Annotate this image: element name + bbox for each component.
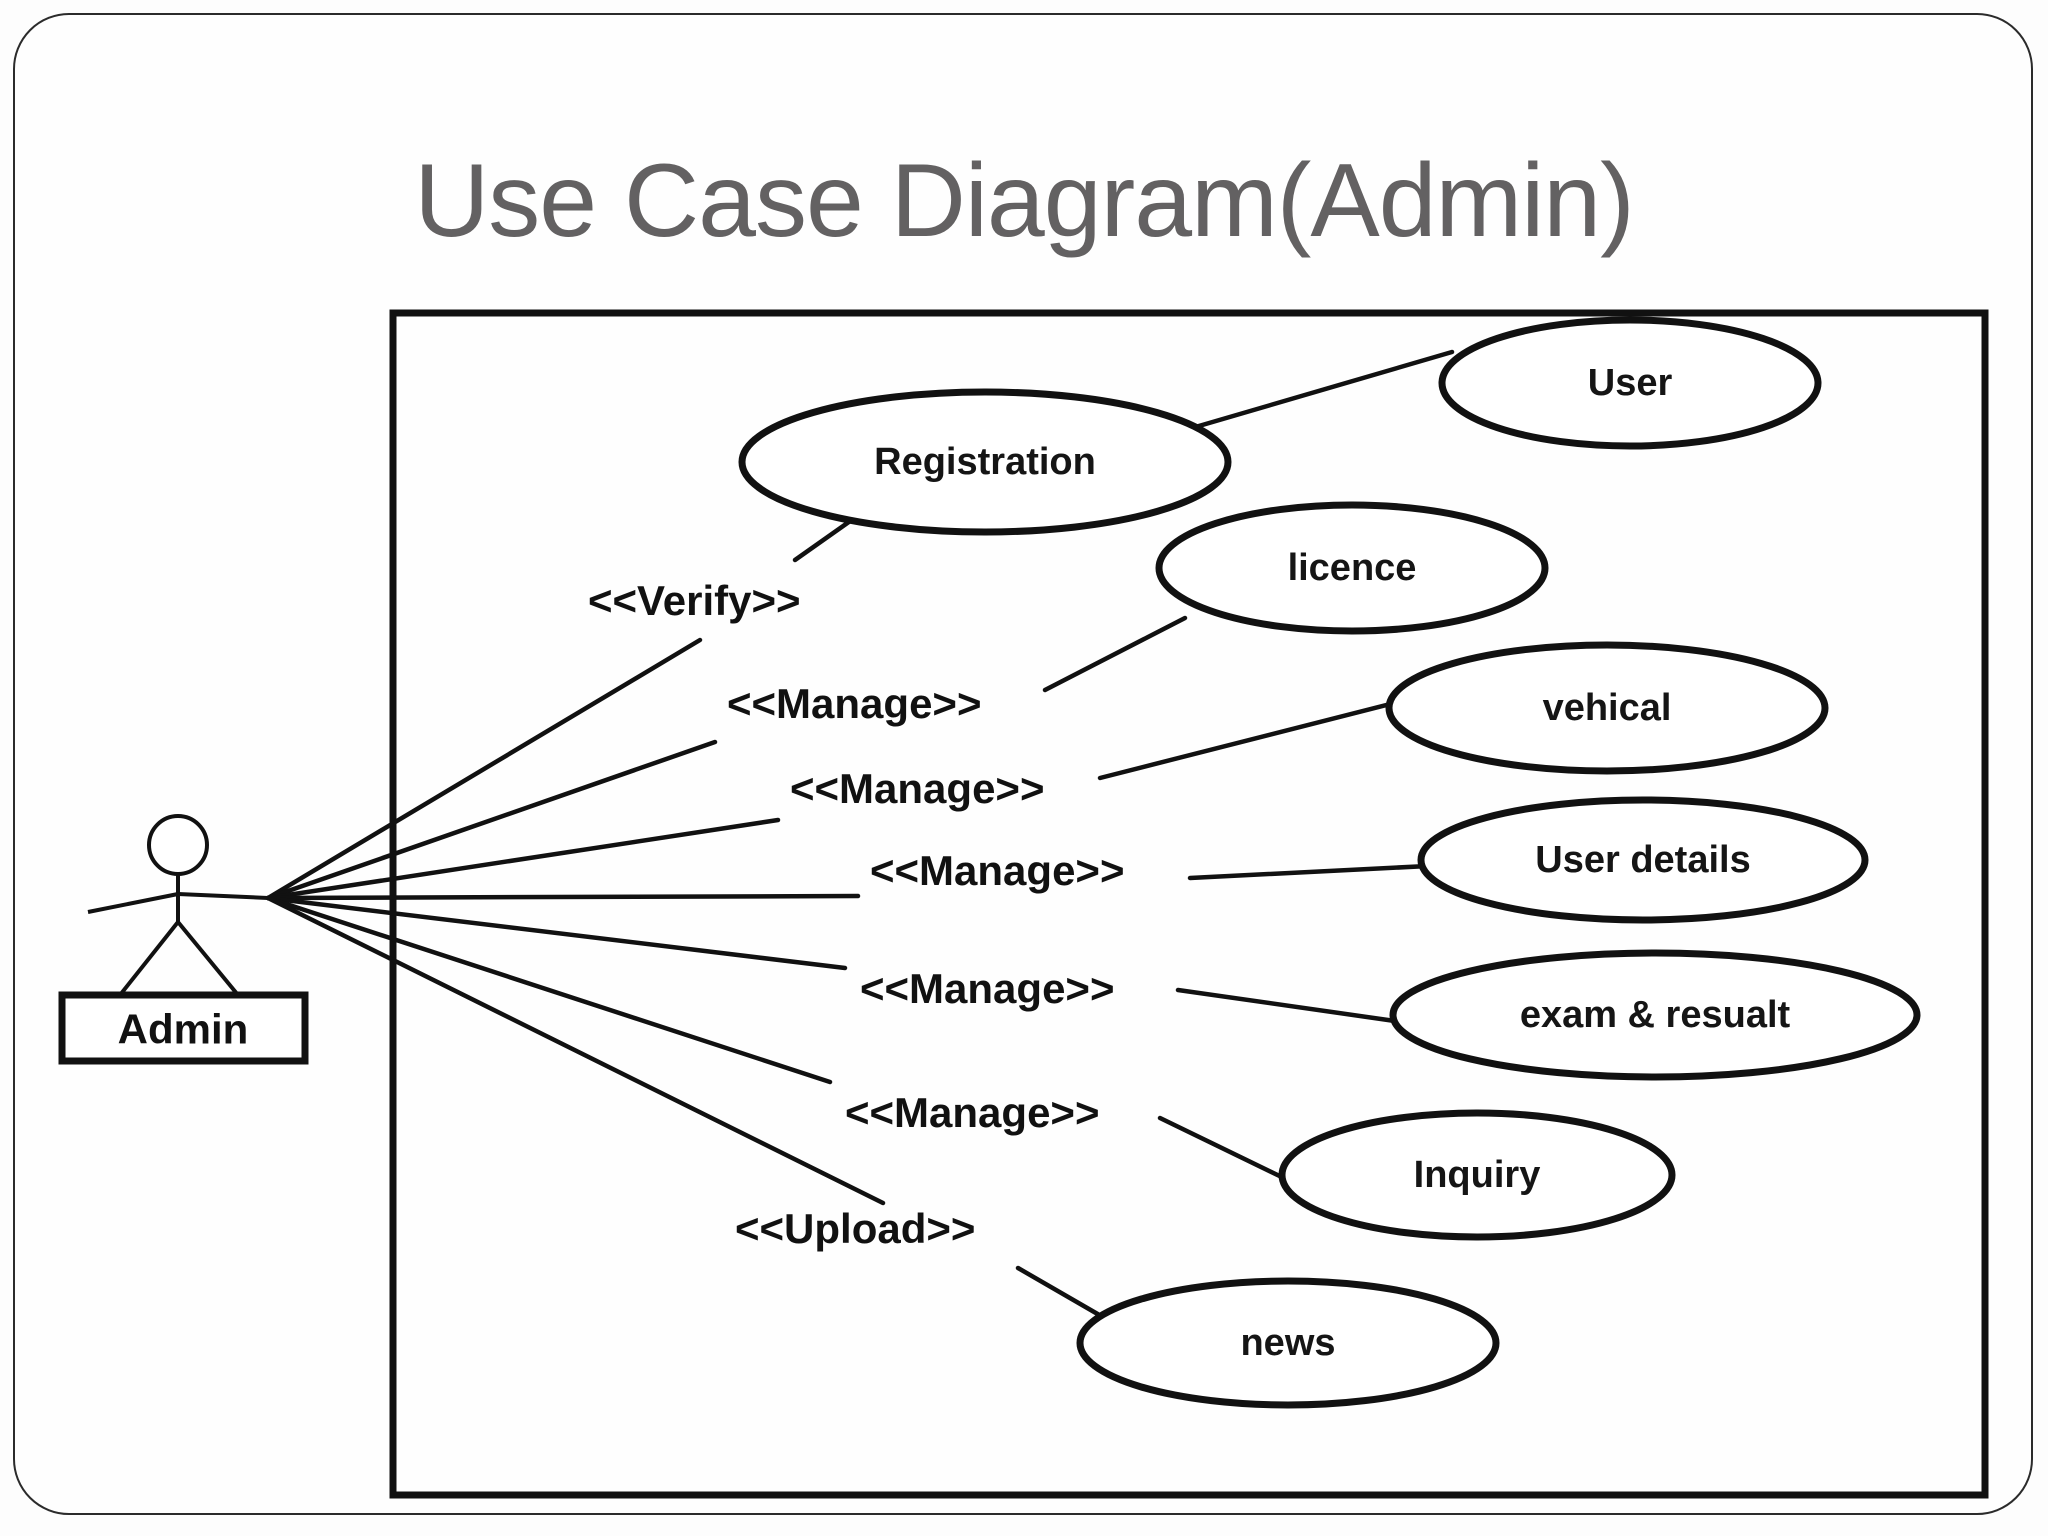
use-case-news-shape[interactable]	[1076, 1277, 1500, 1409]
use-case-licence-shape[interactable]	[1155, 501, 1549, 635]
actor-arm-left	[87, 892, 179, 914]
use-case-vehical[interactable]: vehical	[1385, 641, 1829, 775]
line-vehical-leader	[1097, 699, 1401, 781]
use-case-user-details[interactable]: User details	[1417, 796, 1869, 924]
line-exam-result-leader	[1175, 987, 1405, 1025]
stereotype-verify: <<Verify>>	[588, 577, 801, 624]
use-case-exam-result[interactable]: exam & resualt	[1389, 949, 1921, 1081]
use-case-licence[interactable]: licence	[1155, 501, 1549, 635]
use-case-user-label: User	[1588, 362, 1673, 404]
actor-admin-label: Admin	[118, 1006, 249, 1053]
actor-label-box[interactable]	[58, 991, 309, 1065]
actor-arm-right	[177, 892, 269, 900]
actor-head-icon	[147, 814, 209, 876]
use-case-licence-label: licence	[1288, 547, 1417, 589]
line-news-leader	[1015, 1265, 1111, 1323]
stereotype-upload-news: <<Upload>>	[735, 1205, 975, 1252]
use-case-inquiry-shape[interactable]	[1278, 1109, 1676, 1241]
use-case-registration-shape[interactable]	[738, 388, 1232, 536]
use-case-user-details-label: User details	[1535, 839, 1750, 881]
stereotype-labels: <<Verify>> <<Manage>> <<Manage>> <<Manag…	[588, 577, 1124, 1252]
line-verify-left	[265, 637, 703, 901]
system-boundary-box	[389, 309, 1989, 1499]
actor-leg-right	[176, 920, 240, 997]
line-manage-vehical-left	[265, 817, 781, 901]
use-case-registration[interactable]: Registration	[738, 388, 1232, 536]
line-user-details-leader	[1187, 863, 1431, 881]
line-licence-leader	[1042, 615, 1188, 693]
actor-admin[interactable]: Admin	[58, 814, 309, 1065]
line-manage-exam-left	[265, 895, 848, 971]
line-inquiry-leader	[1157, 1115, 1295, 1185]
use-case-exam-result-label: exam & resualt	[1520, 994, 1791, 1036]
stereotype-manage-exam-result: <<Manage>>	[860, 965, 1114, 1012]
use-case-user[interactable]: User	[1438, 316, 1822, 450]
stereotype-manage-user-details: <<Manage>>	[870, 847, 1124, 894]
stereotype-manage-licence: <<Manage>>	[727, 680, 981, 727]
stereotype-manage-inquiry: <<Manage>>	[845, 1089, 1099, 1136]
page-title: Use Case Diagram(Admin)	[414, 143, 1635, 259]
use-case-inquiry-label: Inquiry	[1414, 1154, 1541, 1196]
line-manage-details-left	[265, 893, 861, 901]
use-case-group: User Registration licence vehical User d…	[738, 316, 1921, 1409]
use-case-vehical-shape[interactable]	[1385, 641, 1829, 775]
line-manage-licence-left	[265, 739, 718, 901]
line-upload-news-left	[265, 895, 886, 1206]
association-lines	[265, 637, 886, 1206]
use-case-inquiry[interactable]: Inquiry	[1278, 1109, 1676, 1241]
use-case-exam-result-shape[interactable]	[1389, 949, 1921, 1081]
use-case-user-details-shape[interactable]	[1417, 796, 1869, 924]
use-case-registration-label: Registration	[874, 441, 1096, 483]
use-case-user-shape[interactable]	[1438, 316, 1822, 450]
actor-leg-left	[118, 920, 180, 997]
use-case-news-label: news	[1240, 1322, 1335, 1364]
line-registration-to-user	[1189, 349, 1455, 431]
line-manage-inquiry-left	[265, 895, 833, 1085]
use-case-vehical-label: vehical	[1543, 687, 1672, 729]
stereotype-manage-vehical: <<Manage>>	[790, 765, 1044, 812]
use-case-news[interactable]: news	[1076, 1277, 1500, 1409]
